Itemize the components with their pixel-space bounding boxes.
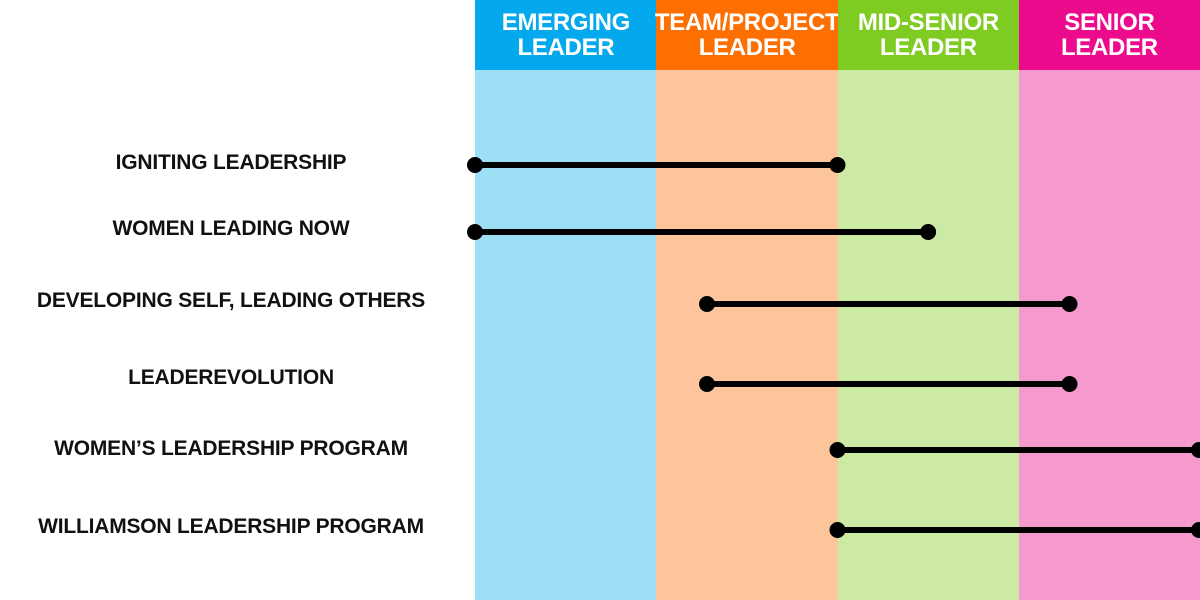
program-label: WILLIAMSON LEADERSHIP PROGRAM (38, 515, 424, 538)
range-start-dot (699, 376, 715, 392)
range-end-dot (829, 157, 846, 173)
range-start-dot (699, 296, 715, 312)
program-range (829, 442, 1200, 458)
level-header-mid-senior: MID-SENIOR LEADER (837, 0, 1020, 70)
level-column-team-project: TEAM/PROJECT LEADER (654, 0, 840, 600)
program-range (467, 224, 937, 240)
program-label: LEADEREVOLUTION (128, 366, 334, 389)
level-header-senior: SENIOR LEADER (1018, 0, 1200, 70)
program-label: DEVELOPING SELF, LEADING OTHERS (36, 289, 426, 312)
level-header-emerging: EMERGING LEADER (475, 0, 657, 70)
level-column-senior: SENIOR LEADER (1018, 0, 1200, 600)
program-range (699, 376, 1078, 392)
program-label: IGNITING LEADERSHIP (115, 151, 347, 174)
program-range (467, 157, 846, 173)
program-label: WOMEN’S LEADERSHIP PROGRAM (54, 437, 408, 460)
level-body-mid-senior (837, 70, 1020, 600)
level-column-emerging: EMERGING LEADER (475, 0, 657, 600)
range-end-dot (1061, 296, 1078, 312)
level-header-team-project: TEAM/PROJECT LEADER (654, 0, 840, 70)
level-title: SENIOR LEADER (1060, 9, 1158, 61)
level-title: MID-SENIOR LEADER (857, 9, 999, 61)
range-start-dot (829, 442, 846, 458)
range-end-dot (1191, 442, 1200, 458)
range-start-dot (467, 224, 483, 240)
range-end-dot (1061, 376, 1078, 392)
level-title: TEAM/PROJECT LEADER (654, 9, 840, 61)
range-start-dot (467, 157, 483, 173)
range-start-dot (829, 522, 846, 538)
level-body-team-project (656, 70, 838, 600)
program-range (699, 296, 1078, 312)
range-end-dot (1191, 522, 1200, 538)
program-range (829, 522, 1200, 538)
program-label: WOMEN LEADING NOW (112, 217, 350, 240)
level-column-mid-senior: MID-SENIOR LEADER (837, 0, 1020, 600)
level-body-emerging (475, 70, 657, 600)
level-title: EMERGING LEADER (501, 9, 631, 61)
range-end-dot (920, 224, 937, 240)
level-body-senior (1018, 70, 1200, 600)
